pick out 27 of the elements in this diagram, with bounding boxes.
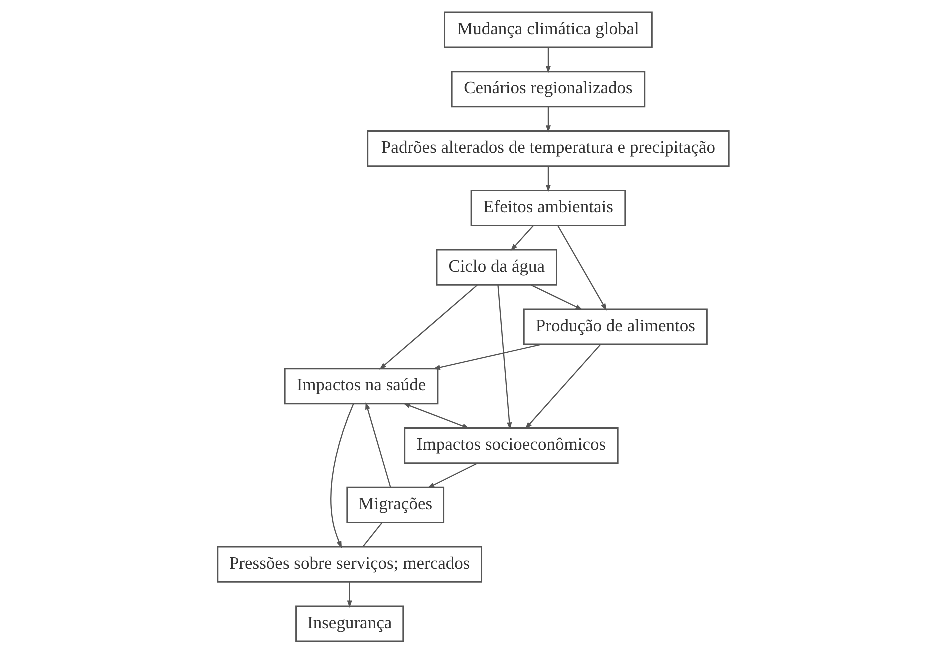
node-box: Padrões alterados de temperatura e precipitação <box>367 130 730 168</box>
node-box: Pressões sobre serviços; mercados <box>217 546 482 583</box>
arrow <box>546 107 551 133</box>
arrow <box>347 582 352 608</box>
arrow <box>380 284 478 370</box>
arrow <box>433 344 542 370</box>
arrow <box>427 462 478 488</box>
arrow <box>498 285 512 430</box>
node-box: Impactos socioeconômicos <box>404 428 619 464</box>
node-box: Produção de alimentos <box>523 308 708 346</box>
node-box: Impactos na saúde <box>284 368 439 405</box>
arrow <box>546 166 551 192</box>
arrow <box>546 48 551 74</box>
arrow <box>525 344 602 430</box>
node-box: Efeitos ambientais <box>470 190 626 226</box>
node-box: Migrações <box>346 486 445 524</box>
arrow <box>330 404 354 549</box>
node-box: Ciclo da água <box>436 249 558 286</box>
node-box: Mudança climática global <box>444 12 653 48</box>
arrow <box>530 284 583 310</box>
node-box: Insegurança <box>296 606 404 642</box>
arrow <box>558 226 607 311</box>
arrow <box>510 225 534 252</box>
arrow <box>403 403 470 429</box>
node-box: Cenários regionalizados <box>451 71 646 108</box>
connector <box>362 522 383 548</box>
arrow <box>366 402 392 488</box>
